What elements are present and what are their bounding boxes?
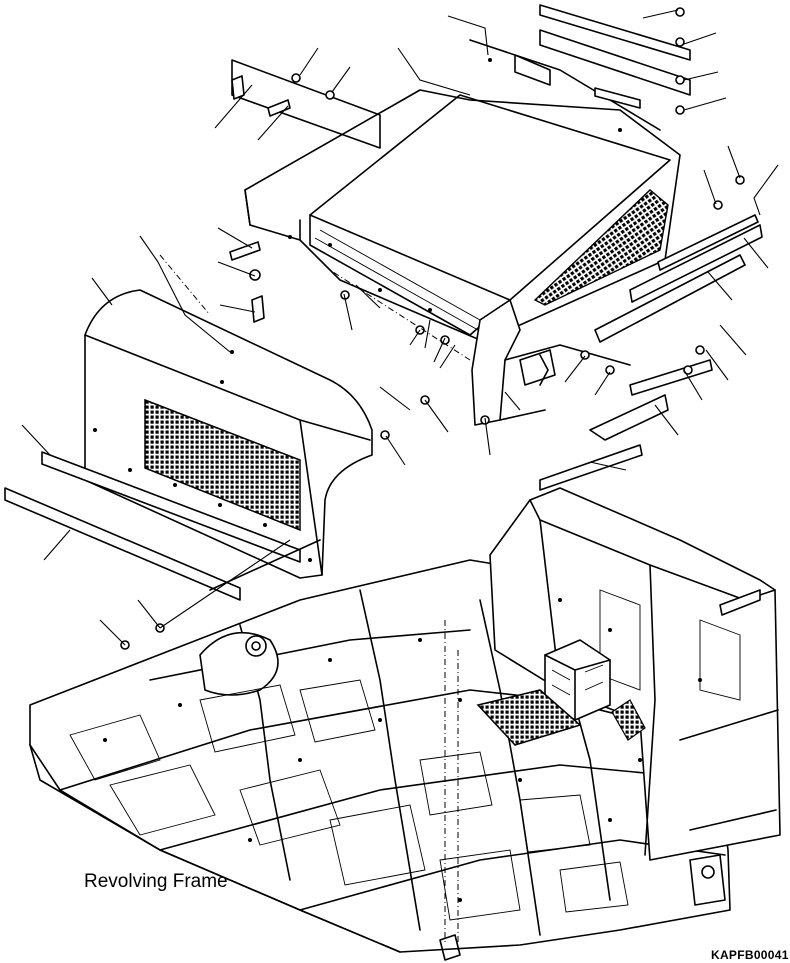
side-cover-panel	[471, 299, 631, 426]
revolving-frame-label: Revolving Frame	[84, 871, 228, 892]
drawing-code-label: KAPFB00041	[711, 948, 789, 962]
fasteners	[120, 7, 745, 650]
top-cover	[231, 39, 681, 341]
seal-strips	[4, 4, 763, 601]
revolving-frame	[29, 487, 781, 961]
leader-lines	[21, 9, 779, 950]
